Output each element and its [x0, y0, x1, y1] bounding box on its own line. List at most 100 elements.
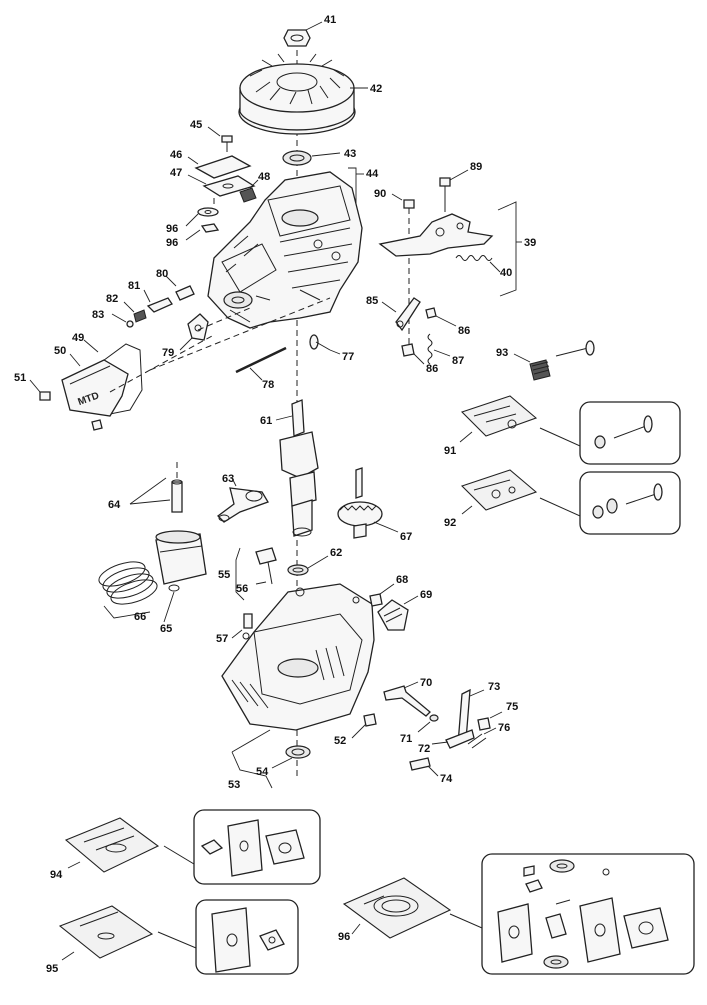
part-43-seal — [282, 150, 312, 166]
label-68: 68 — [396, 574, 408, 586]
label-48: 48 — [258, 171, 270, 183]
label-52: 52 — [334, 735, 346, 747]
label-43: 43 — [344, 148, 356, 160]
part-54-seal — [285, 745, 311, 759]
label-62: 62 — [330, 547, 342, 559]
label-73: 73 — [488, 681, 500, 693]
bracket-55 — [235, 547, 245, 601]
label-46: 46 — [170, 149, 182, 161]
part-76-pin — [467, 733, 487, 749]
part-39-governor-bracket — [378, 213, 494, 257]
label-61: 61 — [260, 415, 272, 427]
label-50: 50 — [54, 345, 66, 357]
part-63-connecting-rod — [217, 487, 269, 523]
label-94: 94 — [50, 869, 63, 881]
part-61-crankshaft — [279, 399, 319, 537]
part-79-bracket — [187, 313, 209, 341]
part-75-nut — [477, 717, 491, 731]
assembly-line-2 — [149, 297, 331, 371]
label-40: 40 — [500, 267, 512, 279]
part-40-spring — [455, 255, 493, 261]
part-81-arm — [146, 297, 173, 313]
part-64-piston-pin — [171, 462, 183, 513]
piston — [155, 530, 207, 585]
part-78-pushrod — [235, 346, 287, 374]
part-51-screw-lower — [91, 419, 103, 431]
kit-96-bag — [342, 877, 452, 939]
part-71-washer — [429, 714, 439, 722]
label-45: 45 — [190, 119, 202, 131]
part-48-block — [239, 187, 257, 203]
label-81: 81 — [128, 280, 140, 292]
label-74: 74 — [440, 773, 453, 785]
label-39: 39 — [524, 237, 536, 249]
bracket-53 — [231, 751, 273, 789]
label-55: 55 — [218, 569, 230, 581]
label-44: 44 — [366, 168, 379, 180]
part-69-governor — [377, 599, 409, 631]
part-77-valve — [309, 334, 331, 351]
part-41-nut — [283, 29, 311, 47]
label-80: 80 — [156, 268, 168, 280]
label-53: 53 — [228, 779, 240, 791]
label-64: 64 — [108, 499, 121, 511]
label-63: 63 — [222, 473, 234, 485]
part-73-lever — [445, 688, 475, 749]
label-41: 41 — [324, 14, 336, 26]
label-54: 54 — [256, 766, 269, 778]
kit-92-bag — [460, 469, 538, 511]
part-74-bolt — [409, 757, 431, 771]
label-76: 76 — [498, 722, 510, 734]
label-95: 95 — [46, 963, 58, 975]
part-49-shroud-frame — [95, 343, 143, 415]
part-55-dipstick — [255, 547, 277, 585]
part-62-seal — [287, 564, 309, 576]
bracket-39 — [497, 201, 517, 297]
label-90: 90 — [374, 188, 386, 200]
label-89: 89 — [470, 161, 482, 173]
part-42-flywheel — [238, 53, 356, 135]
part-51-screw — [39, 391, 51, 401]
label-65: 65 — [160, 623, 172, 635]
label-56: 56 — [236, 583, 248, 595]
kit-94-detail-box — [163, 809, 321, 885]
label-96-c: 96 — [338, 931, 350, 943]
part-52-bolt — [363, 713, 377, 727]
crankcase-base — [221, 583, 375, 731]
kit-91-bag — [460, 395, 538, 437]
valve-detail — [555, 340, 595, 357]
part-86-nut-upper — [425, 307, 437, 319]
part-80-stud — [175, 285, 195, 301]
label-91: 91 — [444, 445, 456, 457]
part-90-screw — [403, 199, 415, 350]
part-96-gasket-small — [197, 198, 220, 233]
kit-91-detail-box — [539, 401, 681, 465]
label-96-a: 96 — [166, 223, 178, 235]
label-77: 77 — [342, 351, 354, 363]
label-79: 79 — [162, 347, 174, 359]
part-82-pivot — [133, 309, 147, 323]
kit-95-bag — [58, 905, 154, 959]
part-66-piston-rings — [98, 561, 158, 605]
label-85: 85 — [366, 295, 378, 307]
part-67-camshaft-gear — [337, 467, 383, 539]
label-83: 83 — [92, 309, 104, 321]
label-69: 69 — [420, 589, 432, 601]
part-57-pin — [243, 613, 253, 629]
part-87-spring — [427, 333, 433, 365]
label-93: 93 — [496, 347, 508, 359]
kit-95-detail-box — [157, 899, 299, 975]
label-47: 47 — [170, 167, 182, 179]
part-89-screw — [439, 177, 451, 212]
kit-94-bag — [64, 817, 160, 873]
part-85-lever — [395, 297, 421, 332]
label-86-b: 86 — [426, 363, 438, 375]
label-87: 87 — [452, 355, 464, 367]
label-86-a: 86 — [458, 325, 470, 337]
part-65-clip — [168, 584, 180, 592]
part-50-cover: MTD — [61, 359, 129, 417]
label-66: 66 — [134, 611, 146, 623]
label-42: 42 — [370, 83, 382, 95]
kit-92-detail-box — [539, 471, 681, 535]
